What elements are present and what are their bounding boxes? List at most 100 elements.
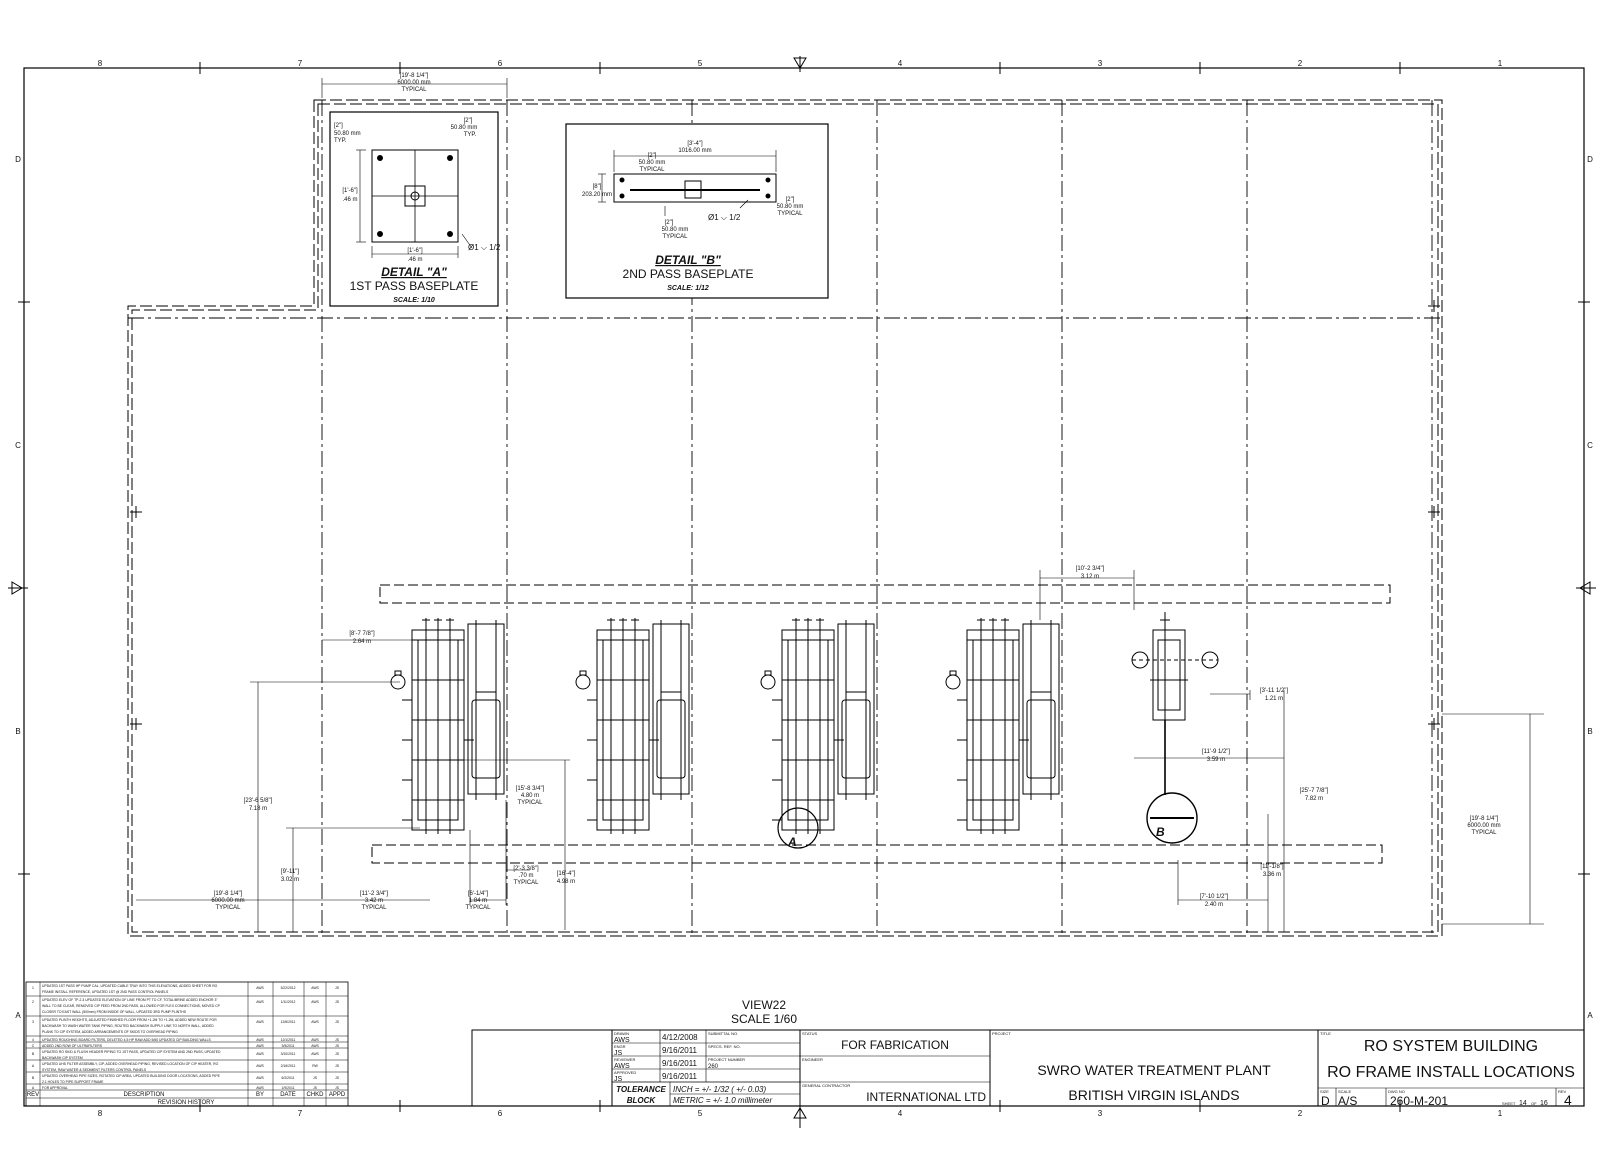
tb-project-line2: BRITISH VIRGIN ISLANDS [1068, 1087, 1239, 1103]
detail-b-dim: 50.80 mm [777, 204, 804, 210]
tb-reviewer-by: AWS [614, 1063, 630, 1070]
rev-cell: AWS [311, 1000, 319, 1004]
dim-right6000: TYPICAL [1471, 830, 1497, 836]
dim-70: TYPICAL [513, 880, 539, 886]
top-dimension [321, 78, 508, 98]
dim-498: [16'-4"] [557, 871, 576, 877]
detail-b-callout-circle [1146, 792, 1198, 844]
col-label-top: 8 [98, 59, 103, 68]
dim-490: 4.80 m [521, 793, 539, 799]
rev-cell: 2.1 HOLES TO PIPE SUPPORT FRAME [42, 1080, 104, 1084]
detail-b-dim: 203.20 mm [582, 192, 612, 198]
rev-cell: A [32, 1064, 35, 1068]
rev-header-desc: DESCRIPTION [123, 1092, 164, 1098]
rev-cell: 12/6/2011 [281, 1020, 296, 1024]
detail-b: [3'-4"] 1016.00 mm [2"] 50.80 mm TYPICAL… [565, 123, 829, 299]
rev-cell: BACKWASH CIP SYSTEM [42, 1056, 83, 1060]
rev-cell: UPDATED ROUGHING BOARD FILTERS, DELETED … [42, 1038, 212, 1042]
detail-b-dim: [3'-4"] [687, 141, 703, 147]
tb-engr-label: ENGR [614, 1044, 626, 1049]
tb-approved-date: 9/16/2011 [662, 1072, 698, 1081]
detail-b-dim: [2"] [648, 153, 657, 159]
rev-cell: JS [335, 1052, 340, 1056]
rev-cell: CLOSER TO EAST WALL (500mm) FROM INSIDE … [42, 1010, 187, 1014]
center-arrow-bottom-icon [793, 1104, 807, 1128]
rev-cell: JS [335, 986, 340, 990]
rev-cell: ADDED 2ND ROW OF ULTRAFILTERS [42, 1044, 103, 1048]
rev-cell: PLANK TO CIP SYSTEM, ADDED ARRANGEMENTS … [42, 1030, 178, 1034]
tb-title-line1: RO SYSTEM BUILDING [1364, 1038, 1538, 1055]
detail-a-dim: TYP. [464, 132, 477, 138]
dim-left6000: TYPICAL [215, 905, 241, 911]
tb-of: 16 [1540, 1100, 1548, 1107]
col-label-bottom: 2 [1298, 1109, 1303, 1118]
tb-engr-by: JS [614, 1050, 623, 1057]
rev-cell: AWS [256, 1044, 264, 1048]
tb-project-line1: SWRO WATER TREATMENT PLANT [1037, 1062, 1271, 1078]
detail-a-dim: [2"] [334, 123, 343, 129]
detail-b-dim: 1016.00 mm [678, 148, 711, 154]
dim-70: [2'-3 3/8"] [513, 866, 539, 872]
rev-cell: JS [313, 1086, 318, 1090]
col-label-bottom: 3 [1098, 1109, 1103, 1118]
detail-a-dim: [1'-6"] [407, 248, 423, 254]
tb-engineer-label: ENGINEER [802, 1057, 823, 1062]
dim-top-typical: [19'-8 1/4"] [400, 73, 429, 79]
row-label-left: D [15, 155, 21, 164]
column-markers [130, 300, 1440, 730]
dim-left6000: [19'-8 1/4"] [214, 891, 243, 897]
row-label-right: A [1587, 1011, 1593, 1020]
rev-cell: 2 [32, 1000, 34, 1004]
dim-342: [11'-2 3/4"] [360, 891, 389, 897]
dim-right6000: 6000.00 mm [1467, 823, 1500, 829]
tb-submittal-label: SUBMITTAL NO. [708, 1031, 738, 1036]
rev-cell: UPDATED OVERHEAD PIPE SIZES, ROTATED CIP… [42, 1074, 221, 1078]
tb-rev-label: REV [1558, 1089, 1567, 1094]
row-label-left: A [15, 1011, 21, 1020]
rev-cell: 4 [32, 1038, 34, 1042]
rev-cell: AWS [311, 986, 319, 990]
detail-a-dim: .46 m [342, 197, 357, 203]
tb-tolerance: BLOCK [627, 1096, 657, 1105]
title-block: DRAWN AWS 4/12/2008 ENGR JS 9/16/2011 RE… [471, 1029, 1585, 1108]
dim-490: [15'-8 3/4"] [516, 786, 545, 792]
rev-header-by: BY [256, 1092, 264, 1098]
pump-icon [945, 674, 961, 690]
detail-a-scale: SCALE: 1/10 [393, 297, 435, 304]
row-label-right: D [1587, 155, 1593, 164]
detail-a-callout-circle [777, 807, 819, 849]
ro-frame [945, 618, 1060, 834]
tb-drawn-date: 4/12/2008 [662, 1033, 698, 1042]
rev-cell: UPDATED ELEV OF TP-2.3 UPDATED ELEVATION… [42, 998, 218, 1002]
dim-359: 3.59 m [1207, 757, 1225, 763]
tb-drawn-by: AWS [614, 1037, 630, 1044]
rev-cell: AWS [311, 1044, 319, 1048]
tb-status-label: STATUS [802, 1031, 818, 1036]
rev-cell: UPDATED RO SKID & FLUSH HEADER PIPING TO… [42, 1050, 221, 1054]
rev-cell: 3/22/2012 [280, 986, 295, 990]
ro-frames [390, 618, 1060, 834]
tb-metric-tol: METRIC = +/- 1.0 millimeter [673, 1096, 772, 1105]
detail-a-frame [329, 111, 499, 307]
detail-a-dim: .46 m [407, 257, 422, 263]
col-label-top: 3 [1098, 59, 1103, 68]
rev-cell: JS [313, 1076, 318, 1080]
rev-cell: WALL TO BE CLEAR, REMOVED CIP FEED FROM … [42, 1004, 221, 1008]
dim-342: TYPICAL [361, 905, 387, 911]
callout-b-label: B [1156, 825, 1165, 839]
tb-reviewer-date: 9/16/2011 [662, 1059, 698, 1068]
callout-a-label: A [787, 835, 797, 849]
rev-cell: AWS [311, 1020, 319, 1024]
col-label-top: 2 [1298, 59, 1303, 68]
dim-312: 3.12 m [1081, 574, 1099, 580]
dim-336: 3.36 m [1263, 872, 1281, 878]
row-labels: D C B A D C B A [15, 155, 1593, 1020]
rev-cell: 3 [32, 1020, 34, 1024]
detail-b-dim: [2"] [665, 220, 674, 226]
detail-a-dim: [1'-6"] [342, 188, 358, 194]
detail-b-dim: [8"] [593, 184, 602, 190]
detail-a-dim: [2"] [464, 118, 473, 124]
dim-718: 7.18 m [249, 806, 267, 812]
rev-cell: JS [335, 1044, 340, 1048]
